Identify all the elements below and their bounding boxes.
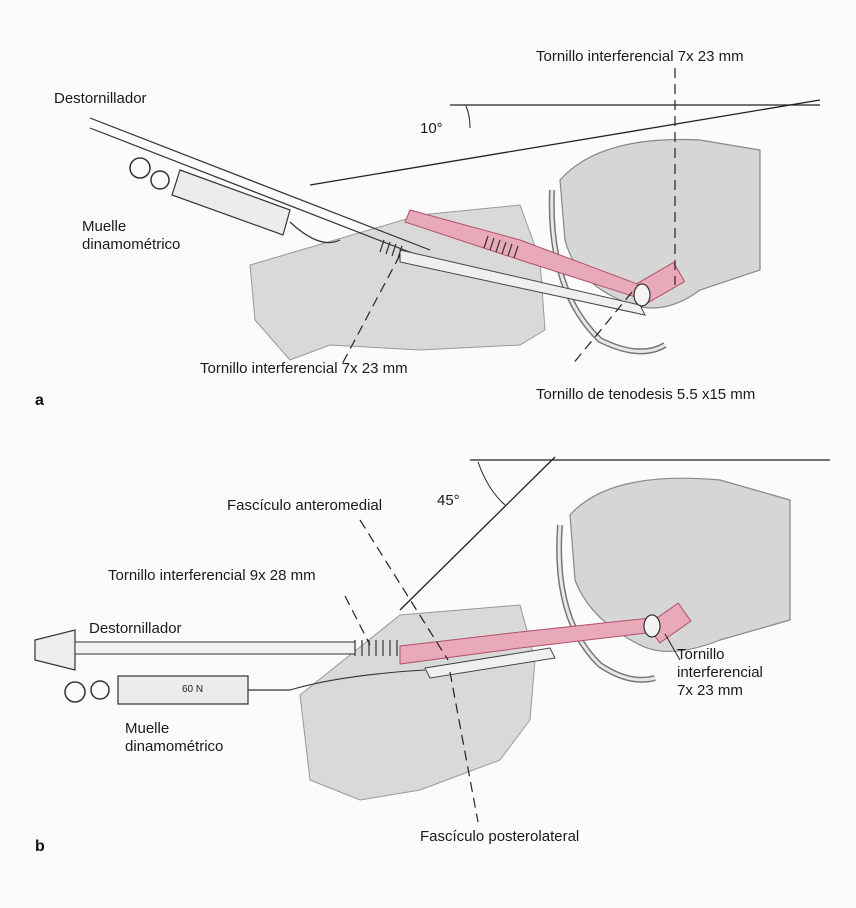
- label-spring-line2-b: dinamométrico: [125, 738, 223, 756]
- reference-line-b: [400, 457, 555, 610]
- panel-letter-a: a: [35, 392, 44, 410]
- label-screw-line1-b: Tornillo: [677, 646, 725, 664]
- label-spring-line1-b: Muelle: [125, 720, 169, 738]
- spring-scale-readout: 60 N: [182, 684, 203, 695]
- label-screw-bottom-a: Tornillo interferencial 7x 23 mm: [200, 360, 408, 378]
- label-screw-top-a: Tornillo interferencial 7x 23 mm: [536, 48, 744, 66]
- label-tenodesis-a: Tornillo de tenodesis 5.5 x15 mm: [536, 386, 755, 404]
- label-posterolateral: Fascículo posterolateral: [420, 828, 579, 846]
- screwdriver-shaft-a: [90, 118, 430, 250]
- spring-dynamometer-a: [130, 158, 340, 243]
- screwdriver-b: [35, 630, 355, 670]
- label-screw-line2-b: interferencial: [677, 664, 763, 682]
- panel-a-drawing: [90, 68, 820, 368]
- panel-b-drawing: [35, 457, 830, 822]
- angle-label-b: 45°: [437, 492, 460, 510]
- label-spring-line1-a: Muelle: [82, 218, 126, 236]
- angle-label-a: 10°: [420, 120, 443, 138]
- label-spring-line2-a: dinamométrico: [82, 236, 180, 254]
- label-anteromedial: Fascículo anteromedial: [227, 497, 382, 515]
- panel-letter-b: b: [35, 838, 45, 856]
- label-screwdriver-b: Destornillador: [89, 620, 182, 638]
- label-screw-9x28: Tornillo interferencial 9x 28 mm: [108, 567, 316, 585]
- label-screw-line3-b: 7x 23 mm: [677, 682, 743, 700]
- label-screwdriver-a: Destornillador: [54, 90, 147, 108]
